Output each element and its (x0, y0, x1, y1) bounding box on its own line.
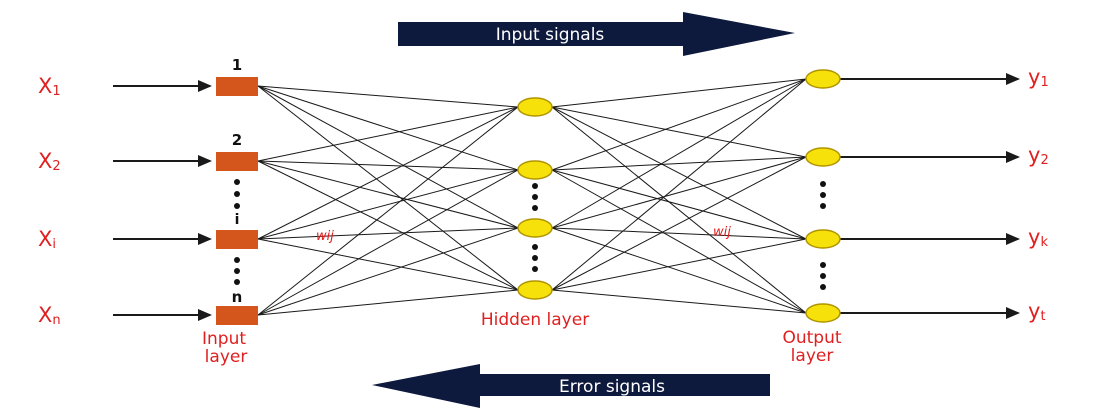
input-signals-arrow (398, 12, 795, 56)
output-layer-nodes (805, 69, 841, 323)
input-signals-label: Input signals (496, 25, 605, 45)
output-ellipsis-lower (820, 262, 826, 290)
output-layer-label-line1: Output (782, 328, 841, 348)
error-signals-banner: Error signals (372, 364, 770, 408)
input-signals-group: X1 X2 Xi Xn (38, 74, 212, 328)
connection-hidden-output-2-1 (551, 156, 807, 229)
input-signals-banner: Input signals (398, 12, 795, 56)
connection-hidden-output-3-2 (551, 238, 807, 291)
hidden-ellipsis-lower (532, 244, 538, 272)
output-neuron-2 (805, 147, 841, 167)
input-node-index-1: 1 (232, 56, 242, 74)
connection-hidden-output-0-2 (551, 106, 807, 240)
error-signals-arrow (372, 364, 770, 408)
hidden-neuron-2 (517, 160, 553, 180)
connection-input-hidden-1-2 (257, 160, 519, 229)
output-layer-label-line2: layer (791, 346, 834, 366)
input-layer-nodes: 1 2 i n (216, 56, 258, 325)
connection-input-hidden-0-0 (257, 85, 519, 108)
input-node-2 (216, 152, 258, 171)
output-label-yt: yt (1028, 299, 1046, 324)
input-label-x1: X1 (38, 74, 61, 99)
connection-lines (257, 78, 807, 316)
output-label-y1: y1 (1028, 65, 1049, 90)
output-ellipsis-upper (820, 181, 826, 209)
connection-input-hidden-3-0 (257, 106, 519, 316)
input-ellipsis-lower (234, 257, 240, 285)
output-label-yk: yk (1028, 225, 1048, 250)
output-neuron-t (805, 303, 841, 323)
connection-hidden-output-1-3 (551, 169, 807, 314)
connection-input-hidden-1-3 (257, 160, 519, 291)
connection-input-hidden-2-3 (257, 238, 519, 291)
connection-hidden-output-3-3 (551, 289, 807, 314)
input-node-index-n: n (232, 288, 243, 306)
connection-input-hidden-0-2 (257, 85, 519, 229)
connection-input-hidden-1-0 (257, 106, 519, 162)
connection-input-hidden-0-3 (257, 85, 519, 291)
input-layer-label-line2: layer (205, 347, 248, 367)
connection-hidden-output-0-1 (551, 106, 807, 158)
input-ellipsis-upper (234, 179, 240, 209)
connection-input-hidden-2-0 (257, 106, 519, 240)
hidden-neuron-1 (517, 97, 553, 117)
connection-input-hidden-3-1 (257, 169, 519, 316)
weight-label-input-hidden: wij (316, 229, 334, 244)
connection-hidden-output-2-2 (551, 227, 807, 240)
connection-input-hidden-3-3 (257, 289, 519, 316)
weight-label-hidden-output: wij (713, 225, 731, 240)
connection-input-hidden-1-1 (257, 160, 519, 171)
hidden-neuron-4 (517, 280, 553, 300)
connection-input-hidden-2-2 (257, 227, 519, 240)
input-label-xi: Xi (38, 227, 56, 252)
output-label-y2: y2 (1028, 143, 1049, 168)
input-node-i (216, 230, 258, 249)
connection-hidden-output-0-3 (551, 106, 807, 314)
input-node-n (216, 306, 258, 325)
hidden-layer-nodes (517, 97, 553, 300)
input-layer-label-line1: Input (202, 329, 246, 349)
hidden-ellipsis-upper (532, 183, 538, 211)
input-node-1 (216, 77, 258, 96)
input-node-index-2: 2 (232, 131, 242, 149)
connection-input-hidden-2-1 (257, 169, 519, 240)
error-signals-label: Error signals (559, 377, 665, 397)
hidden-neuron-3 (517, 218, 553, 238)
output-neuron-k (805, 229, 841, 249)
output-neuron-1 (805, 69, 841, 89)
input-label-xn: Xn (38, 303, 61, 328)
connection-hidden-output-3-1 (551, 156, 807, 291)
connection-input-hidden-0-1 (257, 85, 519, 171)
input-node-index-i: i (235, 212, 240, 228)
connection-hidden-output-3-0 (551, 78, 807, 291)
connection-hidden-output-1-2 (551, 169, 807, 240)
connection-hidden-output-2-3 (551, 227, 807, 314)
connection-hidden-output-2-0 (551, 78, 807, 229)
hidden-layer-label: Hidden layer (481, 310, 589, 330)
input-label-x2: X2 (38, 149, 61, 174)
connection-hidden-output-1-0 (551, 78, 807, 171)
connection-input-hidden-3-2 (257, 227, 519, 316)
output-signals-group: y1 y2 yk yt (840, 65, 1049, 324)
connection-hidden-output-0-0 (551, 78, 807, 108)
connection-hidden-output-1-1 (551, 156, 807, 171)
